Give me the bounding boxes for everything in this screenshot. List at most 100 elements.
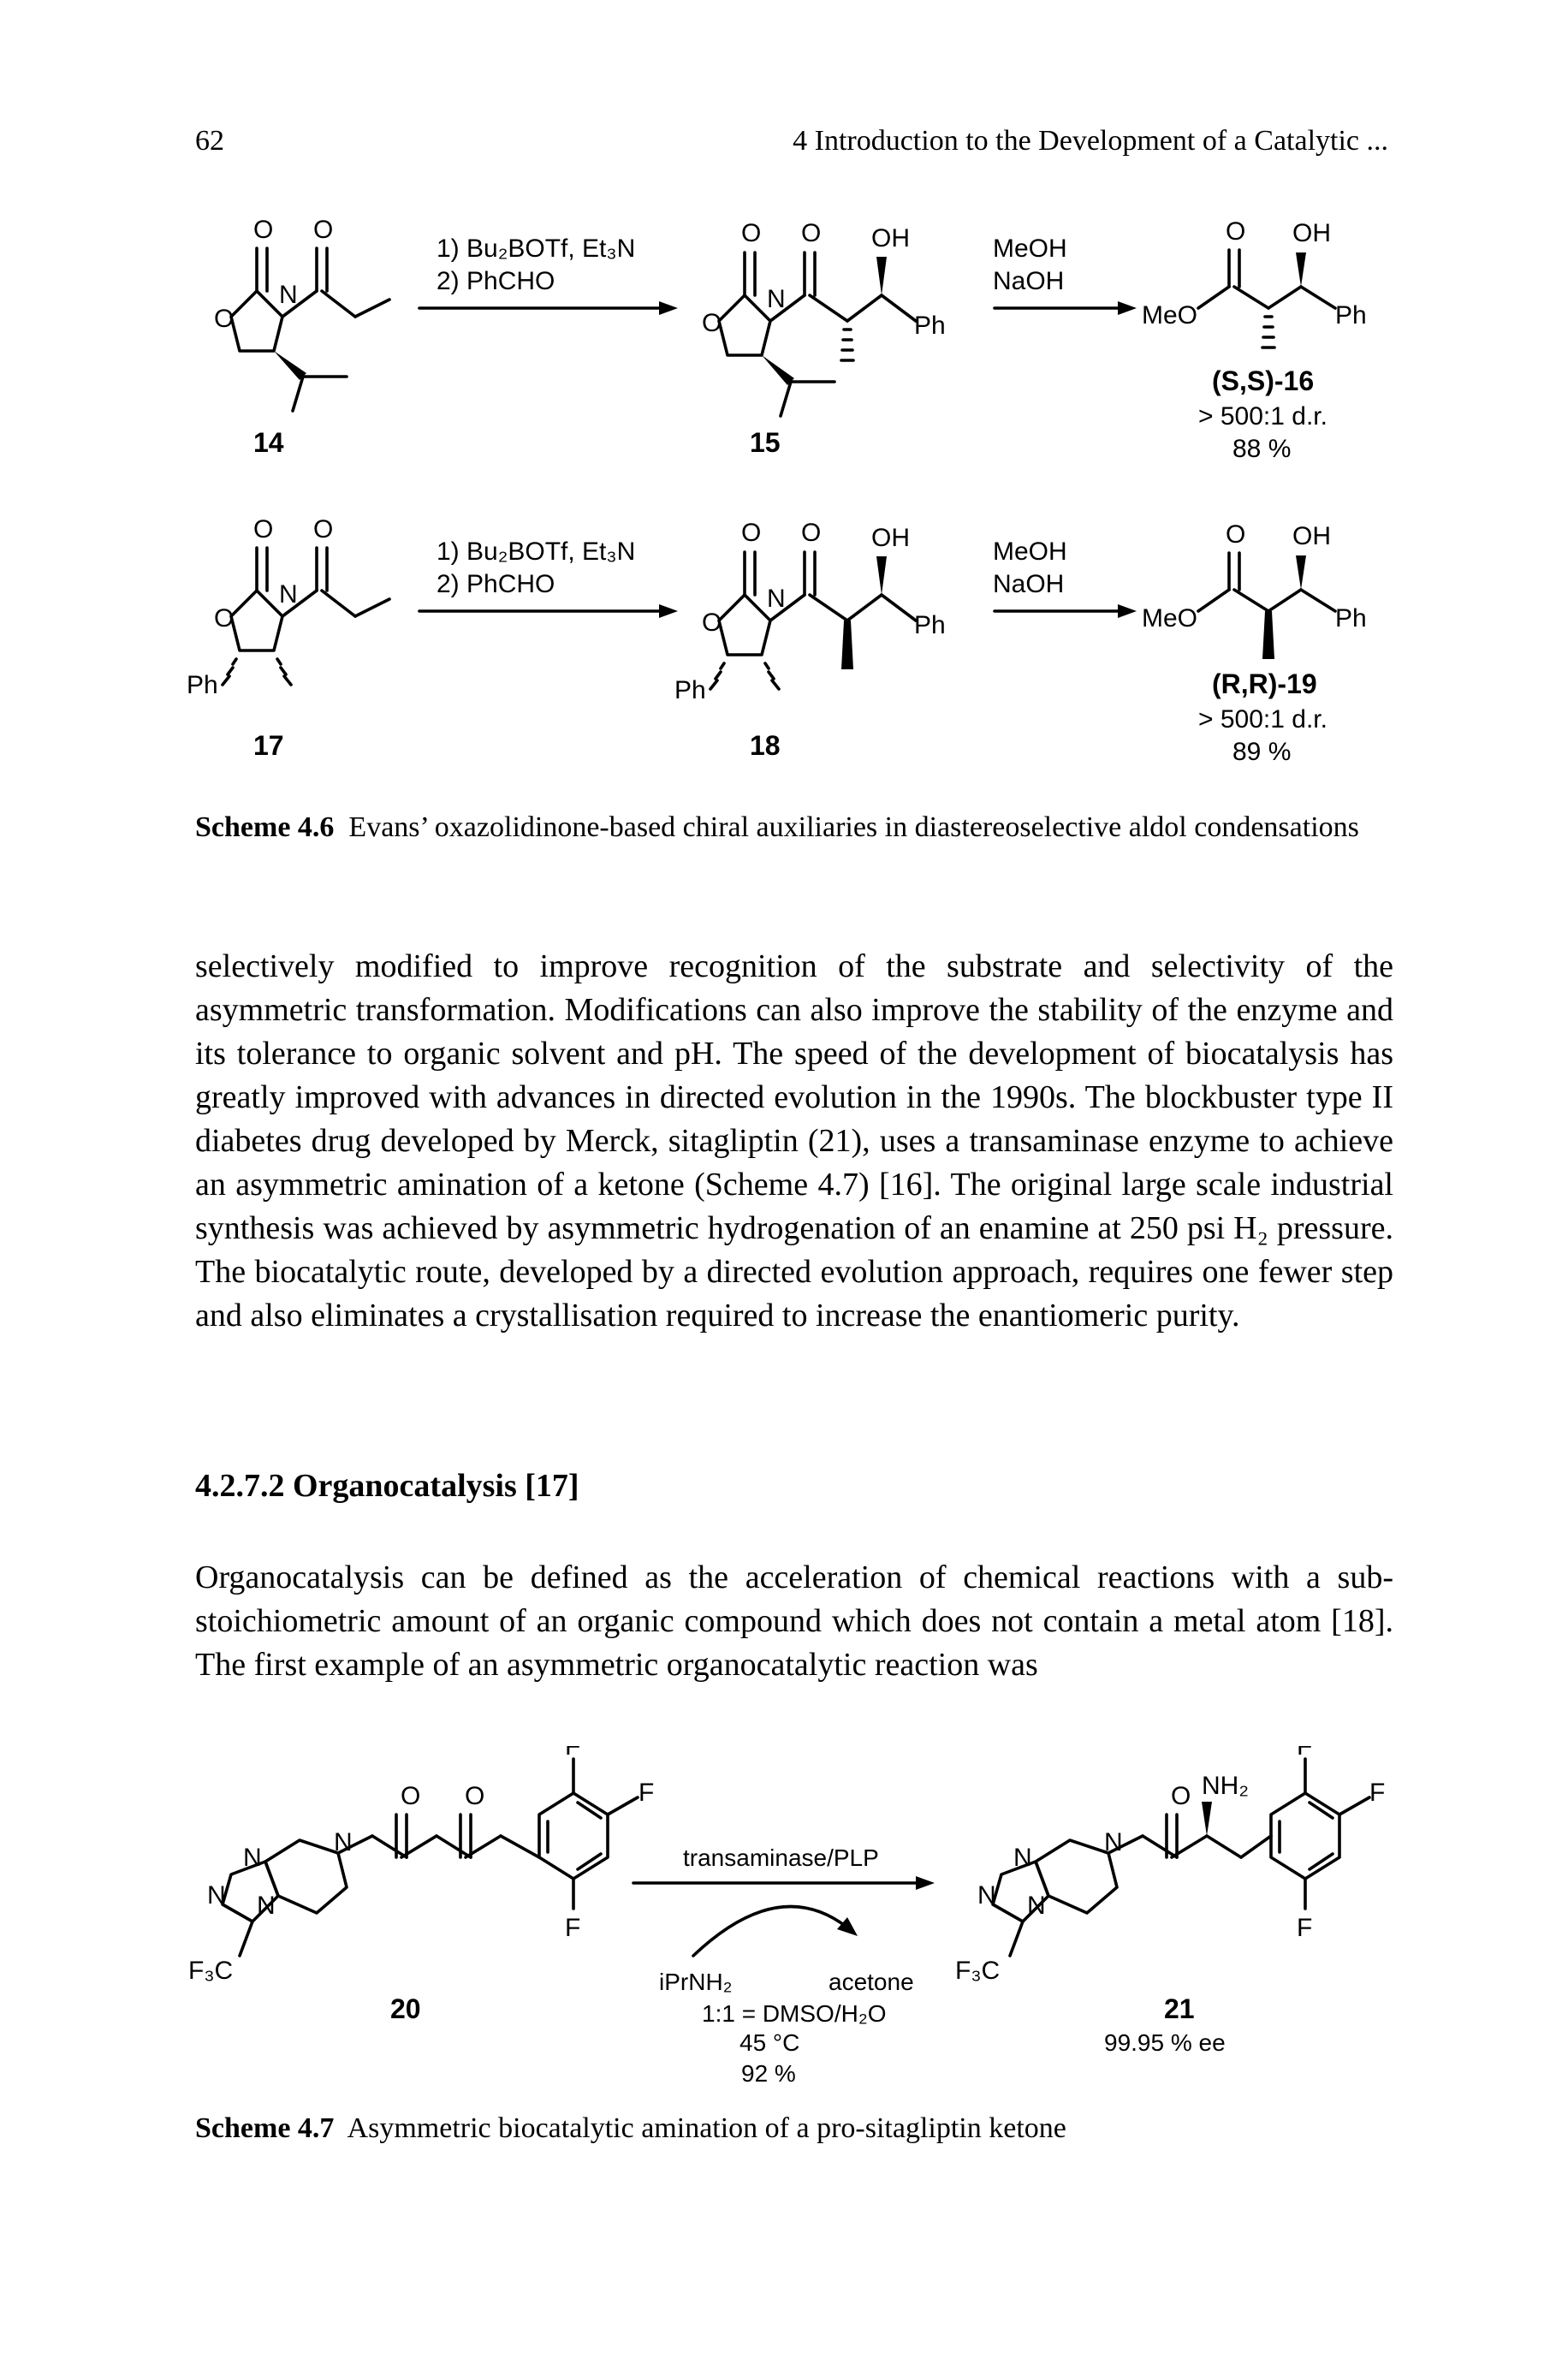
product-name-16: (S,S)-16	[1212, 365, 1314, 396]
caption-label: Scheme 4.7	[195, 2112, 335, 2144]
compound-17-structure: O O O N Ph 17	[187, 515, 391, 761]
atom-label: N	[279, 281, 298, 309]
atom-label: Ph	[914, 312, 946, 340]
reagents-line-1: 1) Bu₂BOTf, Et₃N	[437, 538, 635, 566]
running-title: 4 Introduction to the Development of a C…	[793, 125, 1388, 157]
atom-label: O	[214, 305, 234, 333]
atom-label: OH	[871, 524, 910, 552]
atom-label: Ph	[1335, 301, 1367, 330]
hydrolysis-line-2: NaOH	[993, 570, 1064, 598]
reagents-line-2: 2) PhCHO	[437, 267, 555, 295]
atom-label: O	[465, 1782, 484, 1810]
hydrolysis-line-1: MeOH	[993, 538, 1067, 566]
atom-label: O	[313, 216, 333, 244]
product-ee: 99.95 % ee	[1104, 2029, 1226, 2056]
atom-label: F	[565, 1914, 580, 1942]
temperature: 45 °C	[739, 2029, 799, 2056]
byproduct: acetone	[829, 1969, 914, 1995]
atom-label: O	[253, 216, 273, 244]
atom-label: O	[1226, 520, 1245, 549]
atom-label: O	[702, 609, 722, 637]
solvent: 1:1 = DMSO/H₂O	[702, 2000, 886, 2027]
product-19-structure: MeO O OH Ph	[1142, 520, 1367, 659]
scheme-4-6-caption: Scheme 4.6 Evans’ oxazolidinone-based ch…	[195, 810, 1393, 846]
atom-label: Ph	[1335, 604, 1367, 633]
atom-label: F₃C	[188, 1957, 233, 1985]
atom-label: O	[801, 519, 821, 547]
hydrolysis-line-2: NaOH	[993, 267, 1064, 295]
atom-label: O	[214, 604, 234, 633]
product-dr-19: > 500:1 d.r.	[1198, 705, 1327, 734]
atom-label: F	[638, 1779, 654, 1807]
compound-15-structure: O O O N OH Ph 15	[702, 219, 946, 458]
caption-text: Asymmetric biocatalytic amination of a p…	[347, 2112, 1066, 2144]
atom-label: O	[801, 219, 821, 247]
enzyme-label: transaminase/PLP	[683, 1844, 879, 1871]
atom-label: NH₂	[1202, 1772, 1249, 1800]
atom-label: N	[334, 1828, 353, 1856]
atom-label: O	[702, 309, 722, 337]
atom-label: O	[313, 515, 333, 544]
atom-label: F	[565, 1746, 580, 1761]
compound-20-structure: O O N N N N F F F F₃C 20	[188, 1746, 654, 2024]
atom-label: MeO	[1142, 604, 1197, 633]
caption-label: Scheme 4.6	[195, 811, 335, 843]
reagents-line-1: 1) Bu₂BOTf, Et₃N	[437, 235, 635, 263]
compound-number-17: 17	[253, 730, 284, 761]
product-name-19: (R,R)-19	[1212, 668, 1317, 699]
atom-label: N	[243, 1844, 262, 1872]
section-heading: 4.2.7.2 Organocatalysis [17]	[195, 1468, 579, 1504]
product-yield-16: 88 %	[1232, 435, 1291, 463]
atom-label: N	[207, 1881, 226, 1910]
atom-label: F₃C	[955, 1957, 1000, 1985]
atom-label: F	[1297, 1746, 1312, 1761]
scheme-4-7-caption: Scheme 4.7 Asymmetric biocatalytic amina…	[195, 2111, 1393, 2147]
reagents-line-2: 2) PhCHO	[437, 570, 555, 598]
atom-label: MeO	[1142, 301, 1197, 330]
atom-label: N	[1104, 1828, 1123, 1856]
atom-label: O	[741, 219, 761, 247]
curved-arrow	[692, 1904, 849, 1957]
atom-label: Ph	[914, 611, 946, 639]
compound-number-18: 18	[750, 730, 781, 761]
atom-label: O	[401, 1782, 420, 1810]
atom-label: O	[1171, 1782, 1191, 1810]
atom-label: O	[253, 515, 273, 544]
compound-number-20: 20	[390, 1993, 421, 2024]
compound-21-structure: O NH₂ N N N N F F F F₃C 21 99.95 % ee	[955, 1746, 1385, 2056]
running-head: 62 4 Introduction to the Development of …	[0, 0, 1568, 171]
scheme-4-7-figure: O O N N N N F F F F₃C 20 transaminase/PL…	[188, 1746, 1385, 2087]
atom-label: OH	[871, 224, 910, 252]
product-dr-16: > 500:1 d.r.	[1198, 402, 1327, 431]
atom-label: OH	[1292, 522, 1331, 550]
yield: 92 %	[741, 2060, 796, 2087]
scheme-4-6-figure: O O O N 14 1) Bu₂BOTf, Et₃N 2) PhCHO O O…	[187, 216, 1367, 766]
atom-label: N	[1027, 1892, 1046, 1920]
atom-label: N	[977, 1881, 996, 1910]
atom-label: O	[1226, 217, 1245, 246]
atom-label: F	[1297, 1914, 1312, 1942]
compound-number-15: 15	[750, 427, 781, 458]
compound-number-21: 21	[1164, 1993, 1195, 2024]
atom-label: Ph	[674, 676, 706, 704]
body-paragraph-2: Organocatalysis can be defined as the ac…	[195, 1559, 1393, 1683]
product-yield-19: 89 %	[1232, 738, 1291, 766]
atom-label: Ph	[187, 671, 218, 699]
amine-donor: iPrNH₂	[659, 1969, 733, 1995]
atom-label: N	[767, 585, 786, 613]
atom-label: N	[279, 580, 298, 609]
compound-number-14: 14	[253, 427, 284, 458]
caption-text: Evans’ oxazolidinone-based chiral auxili…	[348, 811, 1359, 843]
atom-label: N	[1013, 1844, 1032, 1872]
compound-14-structure: O O O N 14	[214, 216, 391, 458]
page-number: 62	[195, 125, 224, 157]
atom-label: N	[257, 1892, 276, 1920]
atom-label: N	[767, 285, 786, 313]
compound-18-structure: O O O N OH Ph Ph 18	[674, 519, 946, 761]
atom-label: F	[1369, 1779, 1385, 1807]
body-paragraph-1: selectively modified to improve recognit…	[195, 948, 1393, 1334]
atom-label: OH	[1292, 219, 1331, 247]
hydrolysis-line-1: MeOH	[993, 235, 1067, 263]
product-16-structure: MeO O OH Ph	[1142, 217, 1367, 349]
atom-label: O	[741, 519, 761, 547]
